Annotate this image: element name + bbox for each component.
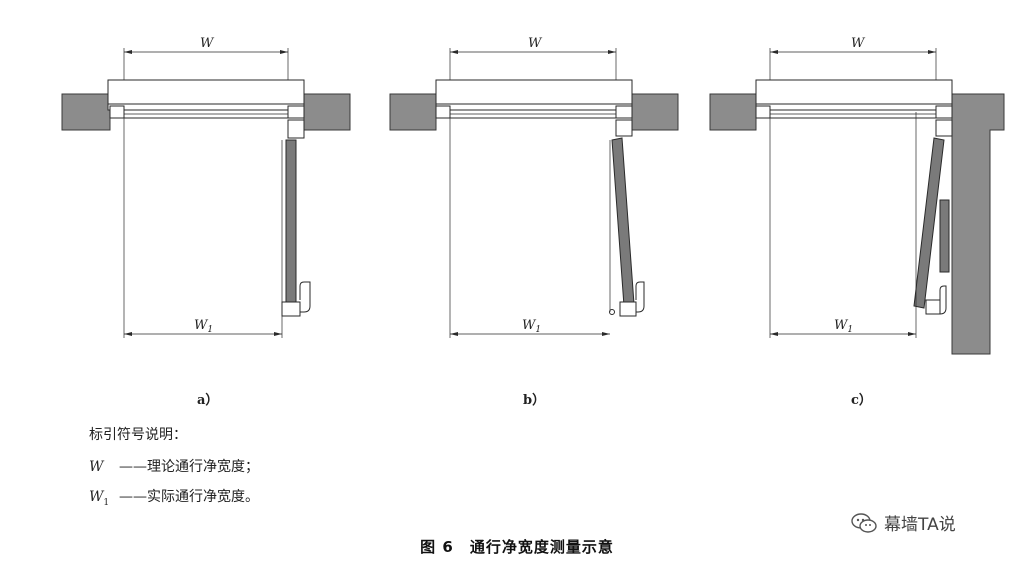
panel-c-label: c） [851,392,872,408]
figure-caption: 图 6 通行净宽度测量示意 [420,538,614,556]
door-handle [939,285,947,315]
right-wall [303,93,351,131]
right-wall [631,93,679,131]
door-leaf [611,137,635,307]
panel-a-w-label: W [200,36,215,51]
wechat-icon [850,512,878,539]
legend-text: ——实际通行净宽度。 [119,489,259,505]
door-leaf [285,139,297,309]
left-wall [389,93,437,131]
door-leaf [913,137,945,309]
hinge [935,119,953,137]
door-frame-top [435,79,633,111]
door-handle [299,281,311,313]
legend-symbol: W [89,459,104,475]
panel-a-label: a） [197,392,218,408]
legend-symbol: W1 [89,489,110,508]
panel-b-w-label: W [528,36,543,51]
watermark: 幕墙TA说 [850,510,956,539]
panel-b-drawing: W W1 b） [389,36,679,408]
panel-c-drawing: W W1 c） [709,36,1005,408]
panel-c-w1-label: W1 [834,318,853,335]
door-stop [939,199,950,273]
left-wall [709,93,757,131]
panel-b-label: b） [523,392,545,408]
legend-text: ——理论通行净宽度； [119,459,259,475]
legend-item-w1: W1 ——实际通行净宽度。 [89,486,259,508]
hinge [615,119,633,137]
right-wall-l-shaped [951,93,1005,355]
hinge [287,119,305,139]
panel-b-w1-label: W1 [522,318,541,335]
legend-item-w: W ——理论通行净宽度； [89,456,259,476]
panel-c-w-label: W [851,36,866,51]
legend-title: 标引符号说明： [89,427,187,443]
door-frame-top [107,79,305,111]
door-handle [635,281,645,313]
panel-a-drawing: W W1 a） [61,36,351,408]
door-frame-top [755,79,953,111]
panel-a-w1-label: W1 [194,318,213,335]
left-wall [61,93,111,131]
